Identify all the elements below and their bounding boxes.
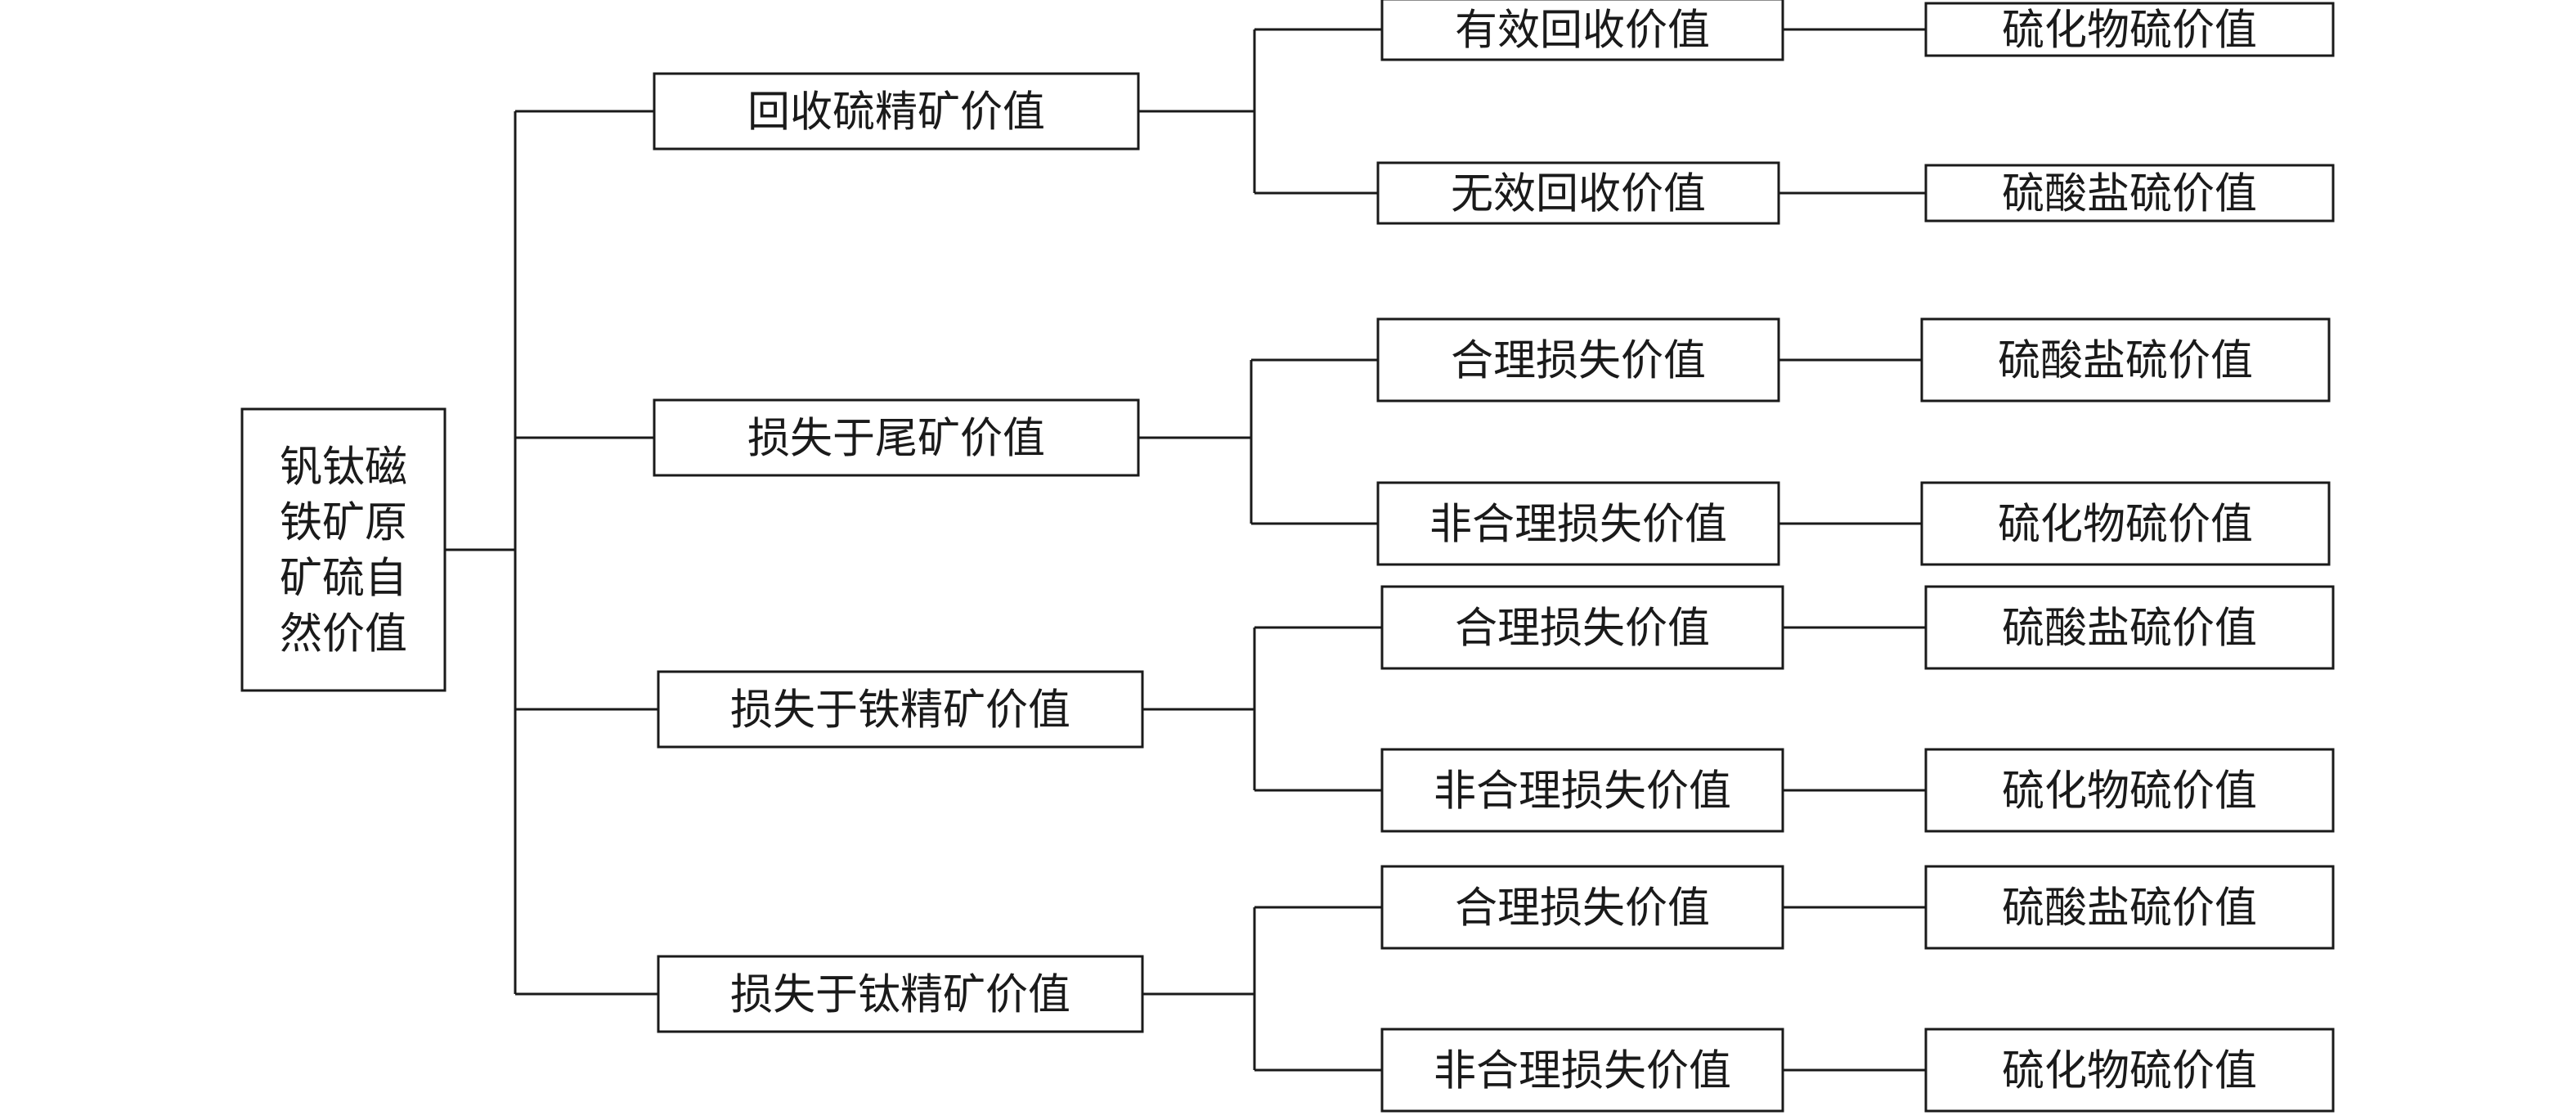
leaf-node-label: 硫化物硫价值: [2002, 1047, 2257, 1096]
sub-branch-node: 合理损失价值: [1376, 317, 1780, 403]
sub-branch-node: 合理损失价值: [1380, 585, 1784, 670]
branch-node-label: 损失于尾矿价值: [747, 415, 1045, 464]
branch-node: 损失于铁精矿价值: [657, 670, 1144, 749]
sub-branch-node-label: 非合理损失价值: [1434, 1047, 1731, 1096]
sub-branch-node-frame: [1380, 865, 1784, 950]
leaf-node: 硫化物硫价值: [1924, 2, 2335, 57]
branch-node-label: 损失于钛精矿价值: [730, 971, 1070, 1020]
root-node-line: 然价值: [280, 610, 407, 659]
leaf-node-label: 硫酸盐硫价值: [2002, 884, 2257, 933]
leaf-node: 硫化物硫价值: [1924, 748, 2335, 833]
sub-branch-node-frame: [1380, 585, 1784, 670]
leaf-node-label: 硫化物硫价值: [2002, 7, 2257, 56]
sub-branch-node-label: 非合理损失价值: [1434, 767, 1731, 816]
connector-lines: [445, 28, 1926, 1072]
leaf-node: 硫化物硫价值: [1924, 1028, 2335, 1113]
leaf-node-frame: [1924, 748, 2335, 833]
sub-branch-node-frame: [1380, 748, 1784, 833]
leaf-node-frame: [1924, 1028, 2335, 1113]
sub-branch-node-frame: [1376, 161, 1780, 225]
sub-branch-node-frame: [1376, 481, 1780, 566]
sub-branch-node-frame: [1376, 317, 1780, 403]
leaf-node-label: 硫酸盐硫价值: [2002, 170, 2257, 219]
root-node-frame: [240, 407, 447, 692]
leaf-node: 硫酸盐硫价值: [1924, 164, 2335, 223]
leaf-node-frame: [1924, 164, 2335, 223]
sub-branch-node: 非合理损失价值: [1376, 481, 1780, 566]
leaf-node-frame: [1920, 317, 2331, 403]
branch-node-label: 损失于铁精矿价值: [730, 686, 1070, 735]
leaf-node-label: 硫化物硫价值: [1998, 501, 2253, 550]
sub-branch-node: 无效回收价值: [1376, 161, 1780, 225]
leaf-node-label: 硫酸盐硫价值: [1998, 337, 2253, 386]
root-node-line: 钒钛磁: [280, 443, 407, 493]
branch-node: 回收硫精矿价值: [653, 72, 1140, 151]
sub-branch-node-label: 非合理损失价值: [1429, 501, 1727, 550]
branch-node-frame: [657, 670, 1144, 749]
leaf-node: 硫酸盐硫价值: [1924, 585, 2335, 670]
sub-branch-node: 合理损失价值: [1380, 865, 1784, 950]
sub-branch-node: 非合理损失价值: [1380, 1028, 1784, 1113]
leaf-node-label: 硫酸盐硫价值: [2002, 605, 2257, 654]
leaf-node: 硫酸盐硫价值: [1924, 865, 2335, 950]
sub-branch-node-label: 合理损失价值: [1455, 605, 1710, 654]
leaf-node-frame: [1924, 865, 2335, 950]
sub-branch-node-label: 无效回收价值: [1451, 170, 1706, 219]
sub-branch-node: 非合理损失价值: [1380, 748, 1784, 833]
branch-node-frame: [653, 398, 1140, 477]
sub-branch-node-label: 合理损失价值: [1451, 337, 1706, 386]
leaf-node: 硫化物硫价值: [1920, 481, 2331, 566]
root-node-line: 矿硫自: [280, 555, 407, 604]
sub-branch-node-frame: [1380, 1028, 1784, 1113]
branch-node-frame: [657, 955, 1144, 1033]
leaf-node-frame: [1924, 585, 2335, 670]
branch-node-label: 回收硫精矿价值: [747, 88, 1045, 137]
leaf-node-frame: [1920, 481, 2331, 566]
sub-branch-node-label: 有效回收价值: [1455, 7, 1710, 56]
sub-branch-node: 有效回收价值: [1380, 0, 1784, 61]
branch-node-frame: [653, 72, 1140, 151]
leaf-node-label: 硫化物硫价值: [2002, 767, 2257, 816]
root-node-line: 铁矿原: [280, 499, 407, 548]
branch-node: 损失于尾矿价值: [653, 398, 1140, 477]
leaf-node: 硫酸盐硫价值: [1920, 317, 2331, 403]
sub-branch-node-label: 合理损失价值: [1455, 884, 1710, 933]
diagram-nodes: 钒钛磁铁矿原矿硫自然价值回收硫精矿价值有效回收价值硫化物硫价值无效回收价值硫酸盐…: [240, 0, 2335, 1113]
sub-branch-node-frame: [1380, 0, 1784, 61]
leaf-node-frame: [1924, 2, 2335, 57]
branch-node: 损失于钛精矿价值: [657, 955, 1144, 1033]
